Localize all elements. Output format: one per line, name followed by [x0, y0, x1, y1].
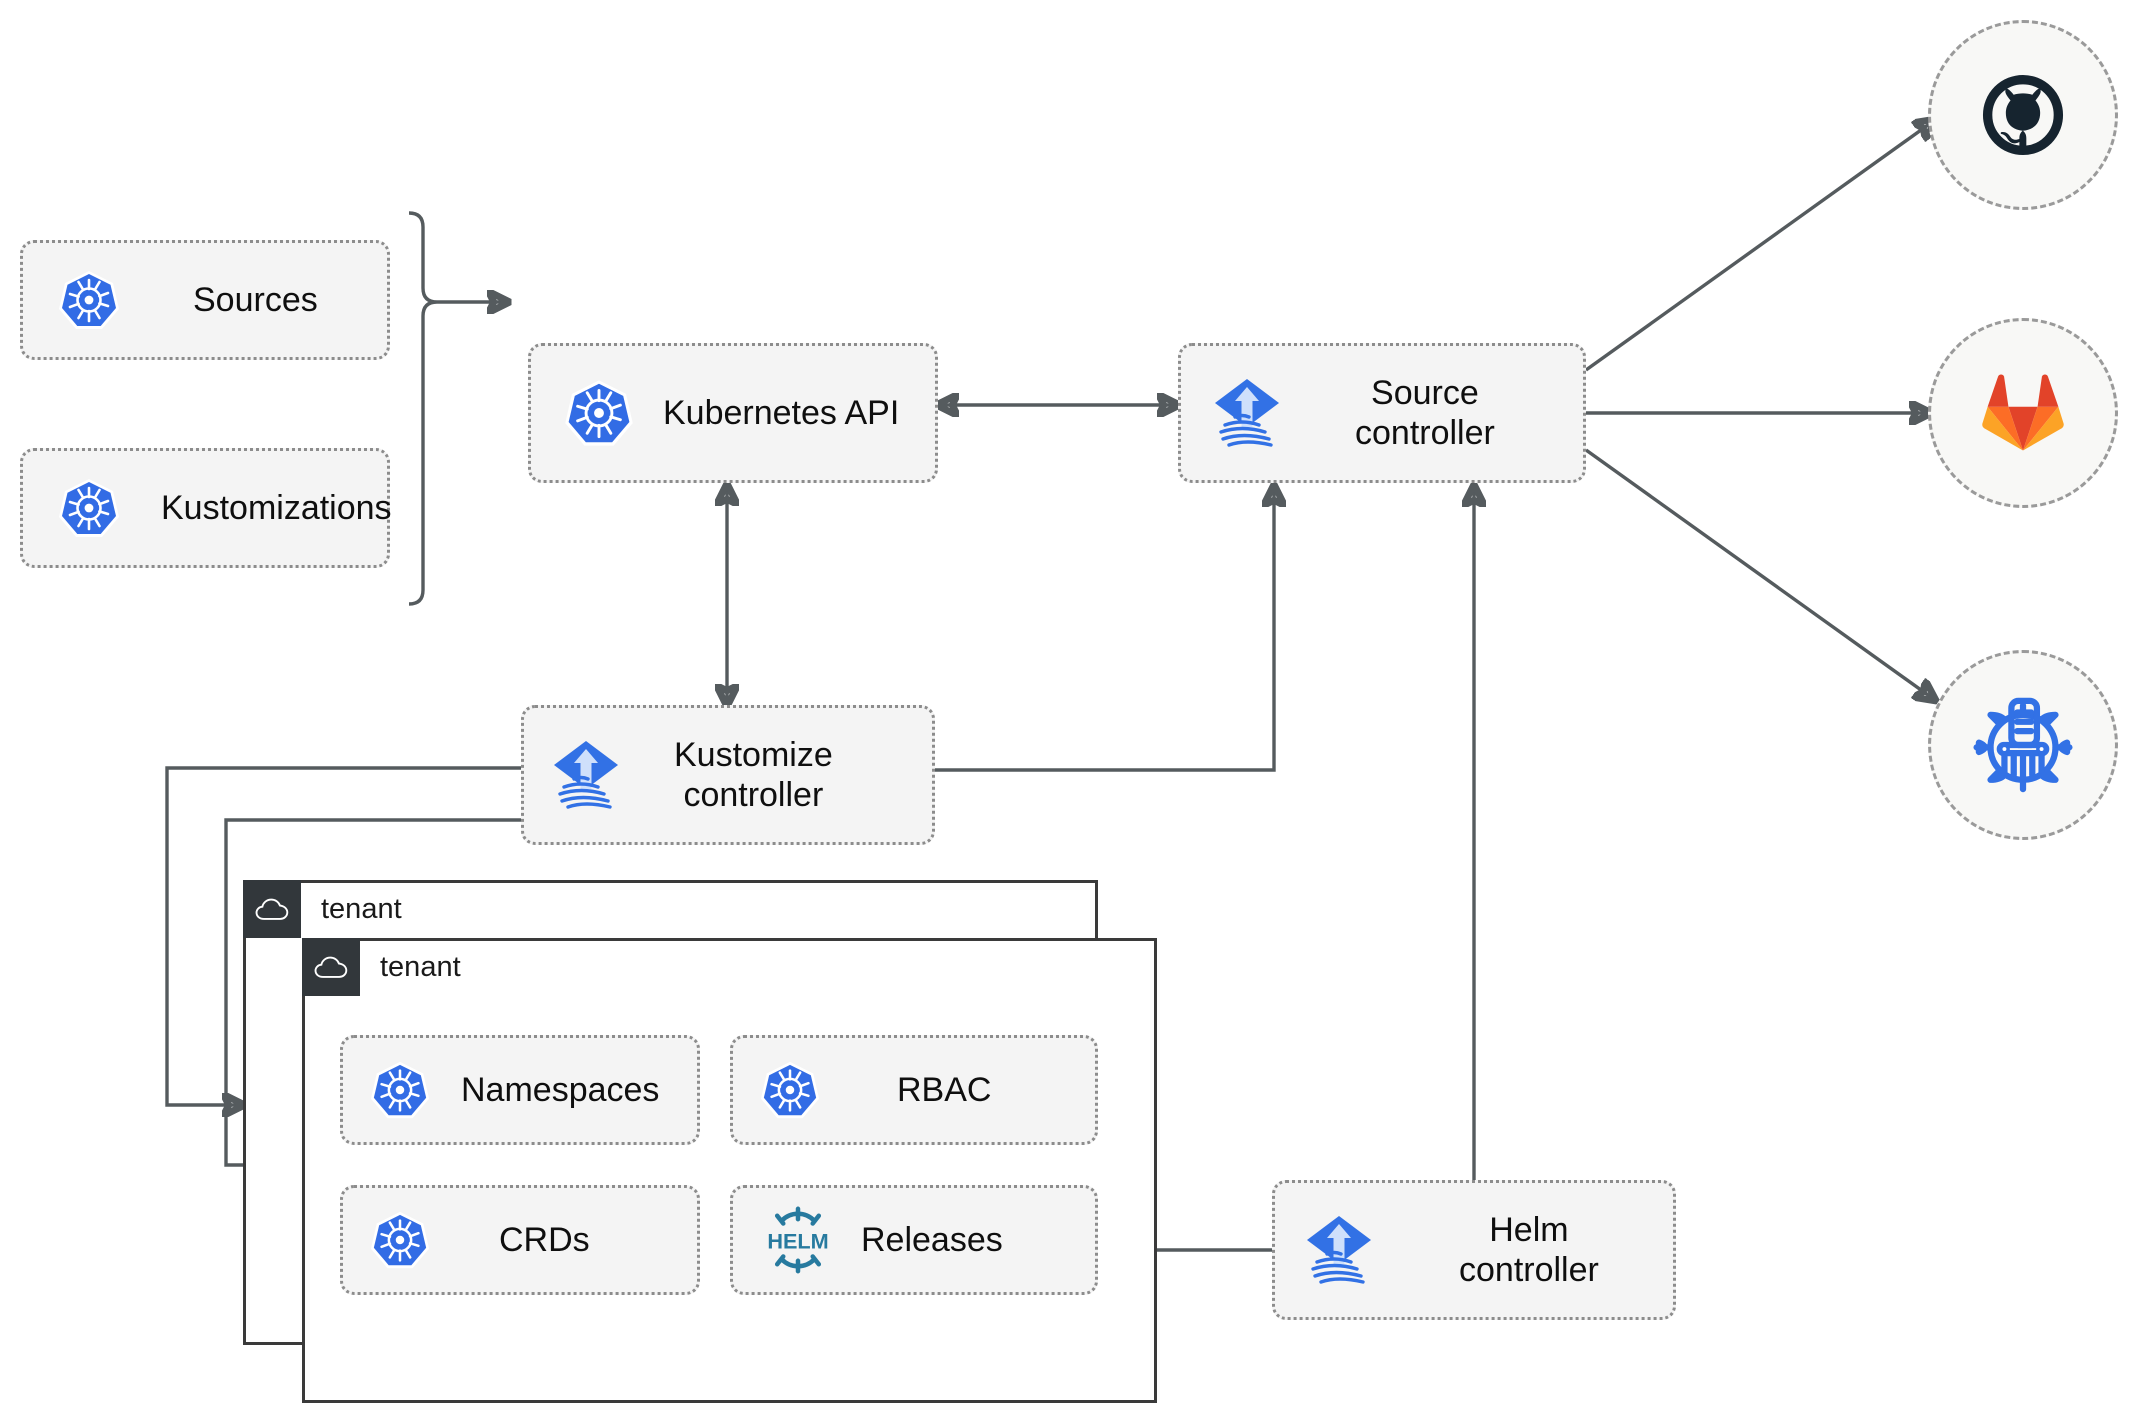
node-helm-controller-label: Helm controller: [1459, 1210, 1599, 1289]
node-sources[interactable]: Sources: [20, 240, 390, 360]
gitlab-icon: [1982, 374, 2064, 451]
helm-repository-icon: [1973, 697, 2073, 793]
cloud-icon: [243, 880, 301, 938]
kubernetes-icon: [57, 476, 121, 540]
node-kustomize-controller[interactable]: Kustomize controller: [521, 705, 935, 845]
node-crds-label: CRDs: [499, 1220, 590, 1259]
node-kustomizations[interactable]: Kustomizations: [20, 448, 392, 568]
svg-text:HELM: HELM: [767, 1229, 828, 1254]
node-namespaces-label: Namespaces: [461, 1070, 660, 1109]
node-kustomize-controller-label: Kustomize controller: [674, 735, 833, 814]
node-kubernetes-api-label: Kubernetes API: [663, 393, 900, 432]
node-sources-label: Sources: [193, 280, 318, 319]
node-rbac-label: RBAC: [897, 1070, 992, 1109]
flux-icon: [548, 735, 628, 815]
tenant-title-bar: tenant: [243, 880, 402, 938]
cloud-icon: [302, 938, 360, 996]
flux-icon: [1209, 373, 1289, 453]
flux-icon: [1301, 1210, 1381, 1290]
node-crds[interactable]: CRDs: [340, 1185, 700, 1295]
provider-gitlab[interactable]: [1928, 318, 2118, 508]
kubernetes-icon: [563, 377, 635, 449]
github-icon: [1982, 74, 2064, 156]
node-kustomizations-label: Kustomizations: [161, 488, 392, 527]
edge-kustomizectrl-sourcectrl: [935, 486, 1274, 772]
tenant-container-inner[interactable]: tenant: [302, 938, 1157, 1403]
edge-sourcectrl-github: [1585, 120, 1935, 372]
edge-sourcectrl-helmrepo: [1585, 448, 1935, 700]
node-releases[interactable]: HELM Releases: [730, 1185, 1098, 1295]
kubernetes-icon: [759, 1059, 821, 1121]
provider-helm-repository[interactable]: [1928, 650, 2118, 840]
kubernetes-icon: [369, 1059, 431, 1121]
node-source-controller[interactable]: Source controller: [1178, 343, 1586, 483]
provider-github[interactable]: [1928, 20, 2118, 210]
kubernetes-icon: [369, 1209, 431, 1271]
tenant-title-bar: tenant: [302, 938, 461, 996]
tenant-name-outer: tenant: [321, 892, 402, 925]
helm-icon: HELM: [759, 1205, 837, 1275]
kubernetes-icon: [57, 268, 121, 332]
node-namespaces[interactable]: Namespaces: [340, 1035, 700, 1145]
node-kubernetes-api[interactable]: Kubernetes API: [528, 343, 938, 483]
node-helm-controller[interactable]: Helm controller: [1272, 1180, 1676, 1320]
tenant-name-inner: tenant: [380, 950, 461, 983]
edge-sources-brace: [408, 211, 508, 606]
node-source-controller-label: Source controller: [1355, 373, 1495, 452]
node-rbac[interactable]: RBAC: [730, 1035, 1098, 1145]
node-releases-label: Releases: [861, 1220, 1003, 1259]
